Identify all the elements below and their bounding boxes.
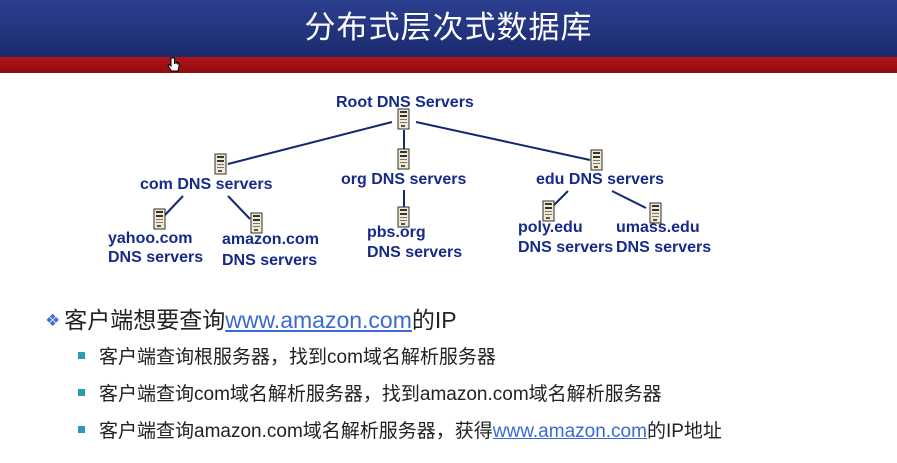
- umass-dns-label-line2: DNS servers: [616, 239, 712, 256]
- square-bullet-icon: [78, 352, 85, 359]
- org-dns-label: org DNS servers: [341, 171, 467, 188]
- sub-bullet-2-text: 客户端查询com域名解析服务器，找到amazon.com域名解析服务器: [99, 384, 662, 405]
- yahoo-dns-label-line1: yahoo.com: [108, 230, 193, 247]
- sub-bullet-2: 客户端查询com域名解析服务器，找到amazon.com域名解析服务器: [78, 381, 662, 409]
- root-server-icon: [397, 108, 410, 130]
- main-bullet: ❖客户端想要查询www.amazon.com的IP: [45, 303, 457, 338]
- diamond-bullet-icon: ❖: [45, 311, 61, 330]
- org-server-icon: [397, 148, 410, 170]
- amazon-link[interactable]: www.amazon.com: [225, 307, 412, 333]
- sub-bullet-3-suffix: 的IP地址: [646, 421, 722, 442]
- title-bar: [0, 0, 897, 57]
- poly-dns-label-line1: poly.edu: [518, 219, 583, 236]
- dns-hierarchy-diagram: [163, 121, 647, 220]
- com-dns-label: com DNS servers: [140, 176, 273, 193]
- square-bullet-icon: [78, 389, 85, 396]
- pbs-dns-label-line2: DNS servers: [367, 244, 463, 261]
- umass-server-icon: [649, 202, 662, 224]
- yahoo-dns-label-line2: DNS servers: [108, 249, 204, 266]
- amazon-dns-label-line2: DNS servers: [222, 252, 318, 269]
- amazon-server-icon: [250, 212, 263, 234]
- edge-edu-poly: [552, 190, 569, 207]
- umass-dns-label-line1: umass.edu: [616, 219, 700, 236]
- edge-root-com: [227, 121, 393, 165]
- poly-server-icon: [542, 200, 555, 222]
- yahoo-server-icon: [153, 208, 166, 230]
- edge-com-amazon: [227, 195, 251, 220]
- edge-edu-umass: [611, 190, 647, 209]
- pbs-server-icon: [397, 206, 410, 228]
- poly-dns-label-line2: DNS servers: [518, 239, 614, 256]
- edge-root-edu: [415, 121, 591, 161]
- square-bullet-icon: [78, 426, 85, 433]
- root-dns-label: Root DNS Servers: [336, 94, 474, 111]
- pbs-dns-label-line1: pbs.org: [367, 224, 426, 241]
- edu-server-icon: [590, 149, 603, 171]
- main-bullet-prefix: 客户端想要查询: [64, 307, 226, 333]
- amazon-dns-label-line1: amazon.com: [222, 231, 319, 248]
- edu-dns-label: edu DNS servers: [536, 171, 665, 188]
- com-server-icon: [214, 153, 227, 175]
- slide-title: 分布式层次式数据库: [304, 10, 593, 46]
- accent-bar: [0, 57, 897, 73]
- main-bullet-suffix: 的IP: [411, 307, 457, 333]
- hand-cursor-icon: [167, 57, 180, 72]
- edge-com-yahoo: [163, 195, 184, 217]
- sub-bullet-1: 客户端查询根服务器，找到com域名解析服务器: [78, 344, 496, 372]
- sub-bullet-3-prefix: 客户端查询amazon.com域名解析服务器，获得: [99, 421, 493, 442]
- amazon-link-2[interactable]: www.amazon.com: [492, 421, 647, 442]
- sub-bullet-1-text: 客户端查询根服务器，找到com域名解析服务器: [99, 347, 496, 368]
- sub-bullet-3: 客户端查询amazon.com域名解析服务器，获得www.amazon.com的…: [78, 418, 722, 446]
